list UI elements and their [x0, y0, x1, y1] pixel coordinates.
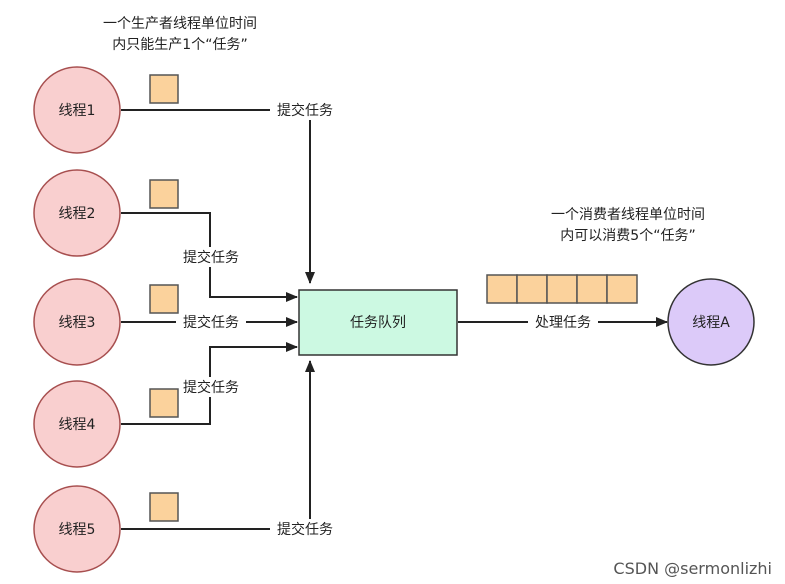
task-queue-label: 任务队列 — [350, 315, 406, 331]
task-token — [149, 388, 179, 418]
edge-label-submit-1: 提交任务 — [277, 102, 333, 119]
task-token — [576, 274, 608, 304]
task-token — [149, 74, 179, 104]
producer-thread-2: 线程2 — [33, 169, 121, 257]
consumer-node-circle — [667, 278, 755, 366]
producer-thread-5: 线程5 — [33, 485, 121, 573]
task-token — [606, 274, 638, 304]
producer-node-label: 线程3 — [59, 315, 96, 331]
consumer-note-line2: 内可以消费5个“任务” — [560, 228, 695, 244]
edge-label-submit-4: 提交任务 — [183, 379, 239, 396]
producer-node-circle — [33, 169, 121, 257]
producer-node-label: 线程1 — [59, 103, 96, 119]
consumer-node-label: 线程A — [692, 315, 730, 331]
consumer-note-line1: 一个消费者线程单位时间 — [551, 207, 705, 223]
task-token — [486, 274, 518, 304]
edge-label-process: 处理任务 — [535, 315, 591, 331]
producer-thread-1: 线程1 — [33, 66, 121, 154]
producer-node-label: 线程4 — [59, 417, 96, 433]
consumer-task-batch — [486, 274, 638, 304]
task-token — [546, 274, 578, 304]
producer-node-label: 线程2 — [59, 206, 96, 222]
producer-note-line1: 一个生产者线程单位时间 — [103, 16, 257, 32]
producer-node-circle — [33, 278, 121, 366]
producer-node-circle — [33, 380, 121, 468]
producer-node-circle — [33, 66, 121, 154]
producer-thread-4: 线程4 — [33, 380, 121, 468]
watermark: CSDN @sermonlizhi — [613, 559, 772, 578]
producer-note-line2: 内只能生产1个“任务” — [112, 37, 247, 53]
edge-label-submit-3: 提交任务 — [183, 314, 239, 331]
task-token — [149, 284, 179, 314]
producer-node-circle — [33, 485, 121, 573]
producer-thread-3: 线程3 — [33, 278, 121, 366]
task-queue: 任务队列 — [298, 289, 458, 356]
producer-task-tokens — [149, 74, 179, 522]
edge-label-submit-5: 提交任务 — [277, 521, 333, 538]
consumer-thread-a: 线程A — [667, 278, 755, 366]
producer-node-label: 线程5 — [59, 522, 96, 538]
edge-labels: 提交任务 提交任务 提交任务 提交任务 提交任务 处理任务 — [176, 100, 598, 539]
task-token — [149, 179, 179, 209]
task-queue-box — [298, 289, 458, 356]
task-token — [149, 492, 179, 522]
task-token — [516, 274, 548, 304]
edge-label-submit-2: 提交任务 — [183, 249, 239, 266]
